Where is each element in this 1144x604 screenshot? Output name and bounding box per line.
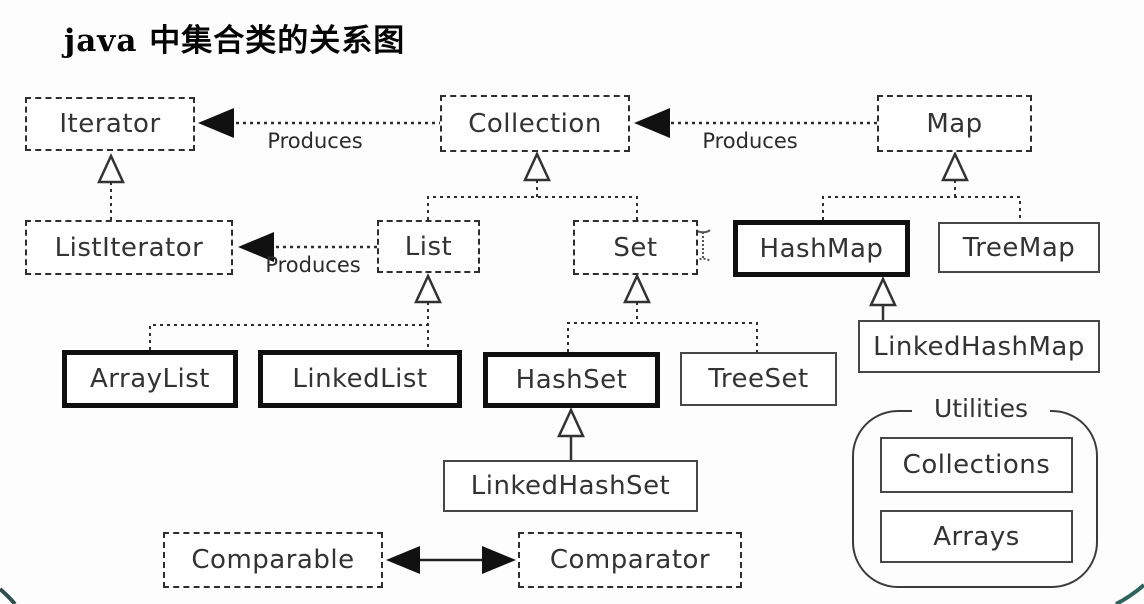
- node-set: Set: [573, 220, 698, 275]
- node-linkedhashset: LinkedHashSet: [443, 460, 698, 512]
- node-comparator: Comparator: [518, 532, 742, 588]
- generalization-triangle-map-icon: [941, 151, 969, 182]
- node-map-label: Map: [926, 108, 983, 139]
- corner-swoosh-left-icon: [0, 587, 17, 604]
- node-comparable: Comparable: [163, 532, 383, 588]
- node-set-label: Set: [613, 232, 658, 263]
- node-map: Map: [877, 95, 1032, 152]
- node-arraylist: ArrayList: [62, 350, 238, 408]
- node-listiterator-label: ListIterator: [54, 232, 204, 263]
- node-hashmap: HashMap: [733, 220, 910, 277]
- node-linkedhashmap: LinkedHashMap: [858, 320, 1100, 373]
- node-hashset: HashSet: [483, 352, 660, 408]
- generalization-triangle-collection-icon: [523, 151, 551, 182]
- node-comparable-label: Comparable: [191, 545, 355, 575]
- node-collections: Collections: [880, 437, 1073, 493]
- generalization-triangle-list-icon: [414, 273, 442, 304]
- arrowhead-left-icon: [198, 108, 234, 138]
- corner-swoosh-right-icon: [1115, 583, 1144, 604]
- node-arrays-label: Arrays: [933, 521, 1020, 552]
- node-comparator-label: Comparator: [549, 545, 711, 575]
- node-collections-label: Collections: [902, 450, 1051, 480]
- node-hashmap-label: HashMap: [759, 233, 884, 264]
- arrowhead-left-icon: [386, 546, 420, 574]
- node-list: List: [377, 220, 480, 273]
- edge-list-set-branch: [427, 196, 638, 220]
- edge-hashmap-treemap-branch: [822, 196, 1021, 222]
- edge-label-produces: Produces: [267, 129, 363, 153]
- node-collection: Collection: [440, 95, 630, 152]
- edge-label-produces: Produces: [265, 253, 361, 277]
- arrowhead-left-icon: [634, 108, 670, 138]
- generalization-triangle-hashset-icon: [557, 407, 585, 438]
- generalization-triangle-iterator-icon: [97, 153, 125, 184]
- node-listiterator: ListIterator: [25, 220, 233, 275]
- node-collection-label: Collection: [468, 108, 602, 139]
- node-treemap: TreeMap: [938, 222, 1100, 273]
- edge-label-produces: Produces: [702, 129, 798, 153]
- node-arraylist-label: ArrayList: [90, 364, 210, 394]
- node-arrays: Arrays: [880, 510, 1073, 563]
- edge-arraylist-linkedlist-branch: [149, 324, 429, 350]
- arrowhead-right-icon: [482, 546, 516, 574]
- node-linkedlist: LinkedList: [258, 350, 462, 408]
- page-title: java 中集合类的关系图: [64, 23, 406, 59]
- edge-hashset-treeset-branch: [567, 322, 758, 352]
- node-iterator-label: Iterator: [59, 109, 161, 139]
- utilities-group-label: Utilities: [912, 394, 1050, 423]
- node-hashset-label: HashSet: [515, 365, 628, 395]
- text-cursor-icon: [695, 229, 711, 262]
- node-linkedhashset-label: LinkedHashSet: [470, 471, 671, 501]
- node-linkedlist-label: LinkedList: [292, 364, 428, 394]
- generalization-triangle-hashmap-icon: [869, 276, 897, 307]
- node-treeset: TreeSet: [680, 352, 837, 406]
- node-treemap-label: TreeMap: [962, 232, 1076, 263]
- node-treeset-label: TreeSet: [708, 364, 809, 394]
- node-linkedhashmap-label: LinkedHashMap: [873, 331, 1085, 362]
- node-iterator: Iterator: [25, 97, 195, 151]
- node-list-label: List: [404, 231, 453, 262]
- generalization-triangle-set-icon: [623, 273, 651, 304]
